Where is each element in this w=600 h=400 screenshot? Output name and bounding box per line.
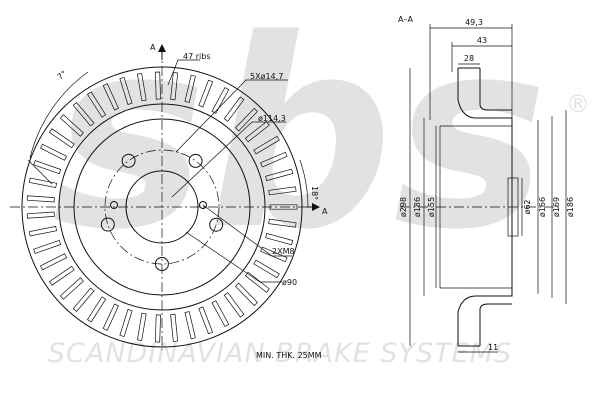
stud-hole <box>188 153 203 168</box>
vent-rib <box>265 168 294 182</box>
vent-rib <box>211 87 230 114</box>
bore-leader <box>185 231 282 283</box>
vent-rib <box>136 73 147 102</box>
vent-rib <box>59 277 84 300</box>
holes-label: 5Xø14,7 <box>250 72 283 81</box>
vent-rib <box>136 312 147 341</box>
sbs-watermark: sbs ® SCANDINAVIAN BRAKE SYSTEMS <box>48 0 590 369</box>
center-bore-label: ø90 <box>282 278 297 287</box>
vent-rib <box>244 121 270 143</box>
vent-rib <box>26 195 55 203</box>
vent-rib <box>28 177 58 189</box>
ribs-leader <box>167 59 200 86</box>
vent-rib <box>253 135 280 155</box>
vent-rib <box>260 151 288 168</box>
dim-d166: ø166 <box>538 197 547 217</box>
vent-rib <box>211 300 230 327</box>
bolt-circle <box>104 149 220 265</box>
dim-49-3: 49,3 <box>465 18 483 27</box>
threads-leader <box>202 204 292 257</box>
dim-d62: ø62 <box>523 199 532 214</box>
bolt-circle-label: ø114,3 <box>258 114 286 123</box>
vent-rib <box>154 314 161 343</box>
angle-arc-outer <box>29 71 89 159</box>
vent-rib <box>87 91 107 118</box>
section-arrow-top-head <box>158 44 166 52</box>
vent-rib <box>40 143 68 161</box>
dim-11: 11 <box>488 343 498 352</box>
vent-rib <box>170 313 179 342</box>
section-mark-right: A <box>322 207 328 216</box>
front-view: A A 47 ribs 7° 5Xø14,7 ø114,3 18° 2XM8 ø… <box>10 43 328 360</box>
vent-rib <box>33 239 62 254</box>
dim-d186-right: ø186 <box>566 197 575 217</box>
vent-rib <box>154 71 161 100</box>
vent-rib <box>72 287 95 312</box>
stud-hole <box>100 217 115 232</box>
threads-label: 2XM8 <box>272 247 295 256</box>
vent-rib <box>28 225 58 237</box>
section-arrow-right-head <box>312 203 320 211</box>
vent-rib <box>269 204 298 210</box>
vent-rib <box>72 102 95 127</box>
vent-ribs <box>26 71 298 343</box>
vent-rib <box>59 114 84 137</box>
vent-rib <box>33 160 62 175</box>
vent-rib <box>268 186 297 196</box>
vent-rib <box>184 311 196 340</box>
section-mark-top: A <box>150 43 156 52</box>
section-view: A–A 49,3 43 28 ø298 ø186 ø155 ø62 ø166 ø… <box>398 15 575 353</box>
angle-outer-label: 7° <box>56 69 69 82</box>
vent-rib <box>235 107 258 132</box>
bolt-circle-leader <box>171 121 286 198</box>
vent-rib <box>119 76 133 105</box>
vent-rib <box>198 79 214 108</box>
watermark-logo: sbs <box>52 0 548 287</box>
vent-rib <box>49 128 75 149</box>
vent-rib <box>223 96 245 122</box>
thread-hole-left <box>110 201 118 209</box>
vent-rib <box>87 296 107 323</box>
stud-hole <box>209 217 224 232</box>
angle-tick-outer <box>27 159 53 185</box>
vent-rib <box>223 292 245 318</box>
dim-28: 28 <box>464 54 474 63</box>
vent-rib <box>26 211 55 219</box>
vent-rib <box>268 218 297 228</box>
vent-rib <box>40 253 68 271</box>
dim-d169: ø169 <box>552 197 561 217</box>
vent-rib <box>119 309 133 338</box>
vent-rib <box>102 303 119 331</box>
angle-arc-inner <box>299 159 309 208</box>
angle-inner-label: 18° <box>310 186 319 200</box>
watermark-company-name: SCANDINAVIAN BRAKE SYSTEMS <box>48 338 512 369</box>
dim-d155: ø155 <box>427 197 436 217</box>
dim-d298: ø298 <box>399 197 408 217</box>
section-title: A–A <box>398 15 413 24</box>
dim-43: 43 <box>477 36 487 45</box>
holes-leader <box>175 79 288 153</box>
stud-hole <box>121 153 136 168</box>
vent-rib <box>102 83 119 111</box>
vent-rib <box>253 259 280 279</box>
vent-rib <box>235 282 258 307</box>
thread-hole-right <box>199 201 207 209</box>
ribs-label: 47 ribs <box>183 52 210 61</box>
vent-rib <box>184 74 196 103</box>
dim-d186-left: ø186 <box>413 197 422 217</box>
vent-rib <box>198 306 214 335</box>
vent-rib <box>49 265 75 286</box>
vent-rib <box>265 232 294 246</box>
min-thickness-label: MIN. THK. 25MM <box>256 351 322 360</box>
watermark-registered-mark: ® <box>566 90 590 118</box>
